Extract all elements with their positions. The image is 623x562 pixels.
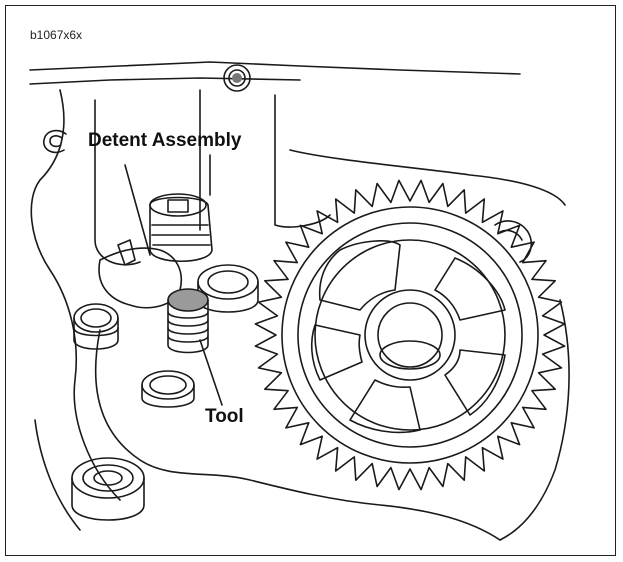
gear-hub-spoke-1 — [318, 240, 401, 311]
gear-hub-spoke-4 — [349, 379, 421, 434]
housing-lower-contour-2 — [34, 419, 81, 531]
tool — [167, 288, 209, 354]
gear-teeth — [254, 179, 566, 491]
detent-assembly — [98, 193, 213, 309]
housing-top-edge-inner — [29, 77, 301, 85]
housing-right-lower — [499, 299, 570, 541]
housing-bolt — [494, 220, 532, 263]
callout-detent-assembly: Detent Assembly — [88, 130, 242, 151]
large-gear — [254, 179, 566, 491]
bottom-left-bearing — [71, 457, 145, 521]
housing-rib-2 — [274, 94, 331, 228]
top-plug — [223, 64, 251, 92]
figure-id-label: b1067x6x — [30, 28, 83, 42]
gear-hub-spoke-2 — [434, 257, 506, 321]
detent-spring-symbol — [43, 129, 67, 154]
callout-tool: Tool — [205, 406, 244, 427]
detent-leader-line — [124, 164, 151, 256]
tool-leader-line — [199, 339, 223, 406]
housing-left-contour — [30, 89, 121, 501]
housing-lower-contour — [94, 329, 501, 541]
housing-top-edge — [29, 61, 521, 75]
upper-sleeve — [197, 264, 259, 313]
housing-right-contour — [289, 149, 566, 206]
figure-frame — [5, 5, 616, 556]
housing-left-contour-2 — [94, 99, 141, 266]
gear-hub-spoke-5 — [310, 324, 363, 381]
left-sleeve — [73, 303, 119, 350]
lower-sleeve — [141, 370, 195, 408]
gear-hub-spoke-3 — [444, 349, 506, 416]
